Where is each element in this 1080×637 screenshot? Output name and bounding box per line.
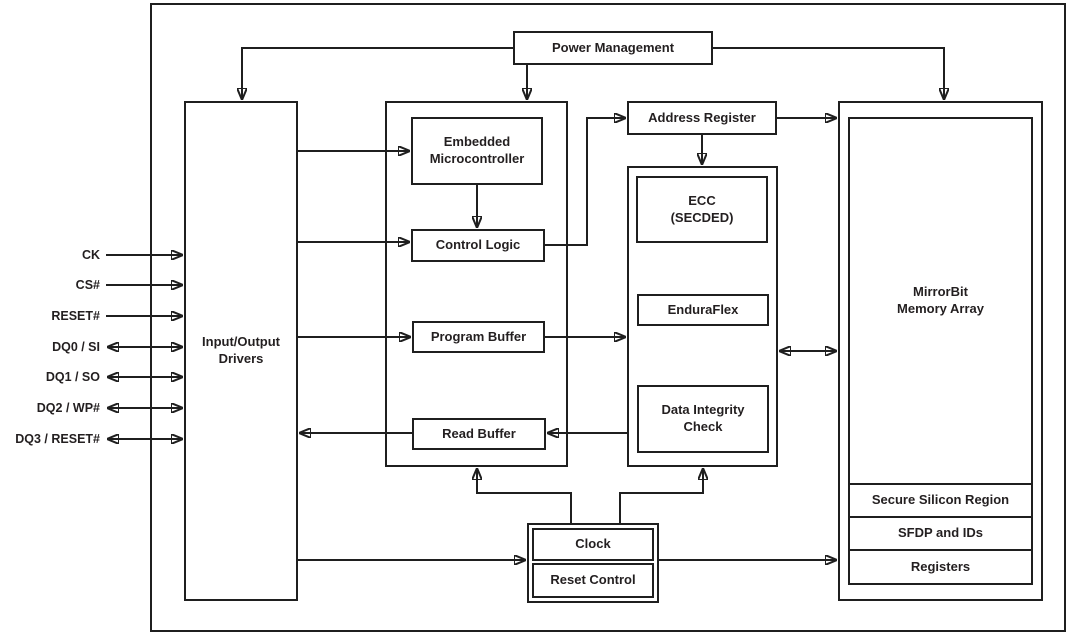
block-secure-silicon-region: Secure Silicon Region — [848, 483, 1033, 518]
block-address-register: Address Register — [627, 101, 777, 135]
wire-clock-to-ecc-group — [619, 469, 703, 523]
signal-label-dq1-so: DQ1 / SO — [45, 370, 100, 384]
block-clock: Clock — [532, 528, 654, 561]
group-clock-reset-outer — [527, 523, 659, 603]
block-registers: Registers — [848, 549, 1033, 585]
block-control-logic: Control Logic — [411, 229, 545, 262]
signal-label-dq0-si: DQ0 / SI — [52, 340, 100, 354]
block-read-buffer: Read Buffer — [412, 418, 546, 450]
block-enduraflex: EnduraFlex — [637, 294, 769, 326]
wire-clock-to-controller-group — [477, 469, 572, 523]
wire-control-logic-to-address-register — [545, 118, 625, 246]
signal-label-reset: RESET# — [51, 309, 100, 323]
block-data-integrity-check: Data Integrity Check — [637, 385, 769, 453]
block-power-management: Power Management — [513, 31, 713, 65]
block-reset-control: Reset Control — [532, 563, 654, 598]
chip-boundary-frame — [150, 3, 1066, 632]
wire-power-to-io-drivers — [242, 47, 513, 99]
group-controller-buffers — [385, 101, 568, 467]
signal-label-ck: CK — [81, 248, 100, 262]
group-memory-array-outer — [838, 101, 1043, 601]
block-embedded-microcontroller: Embedded Microcontroller — [411, 117, 543, 185]
wire-power-to-memory-array — [713, 47, 944, 99]
signal-label-dq3-reset: DQ3 / RESET# — [15, 432, 100, 446]
block-sfdp-and-ids: SFDP and IDs — [848, 516, 1033, 551]
block-program-buffer: Program Buffer — [412, 321, 545, 353]
block-io-drivers: Input/Output Drivers — [184, 101, 298, 601]
block-mirrorbit-memory-array: MirrorBit Memory Array — [848, 117, 1033, 485]
group-ecc-dataflow — [627, 166, 778, 467]
signal-label-dq2-wp: DQ2 / WP# — [36, 401, 100, 415]
signal-label-cs: CS# — [75, 278, 100, 292]
block-ecc-secded: ECC (SECDED) — [636, 176, 768, 243]
